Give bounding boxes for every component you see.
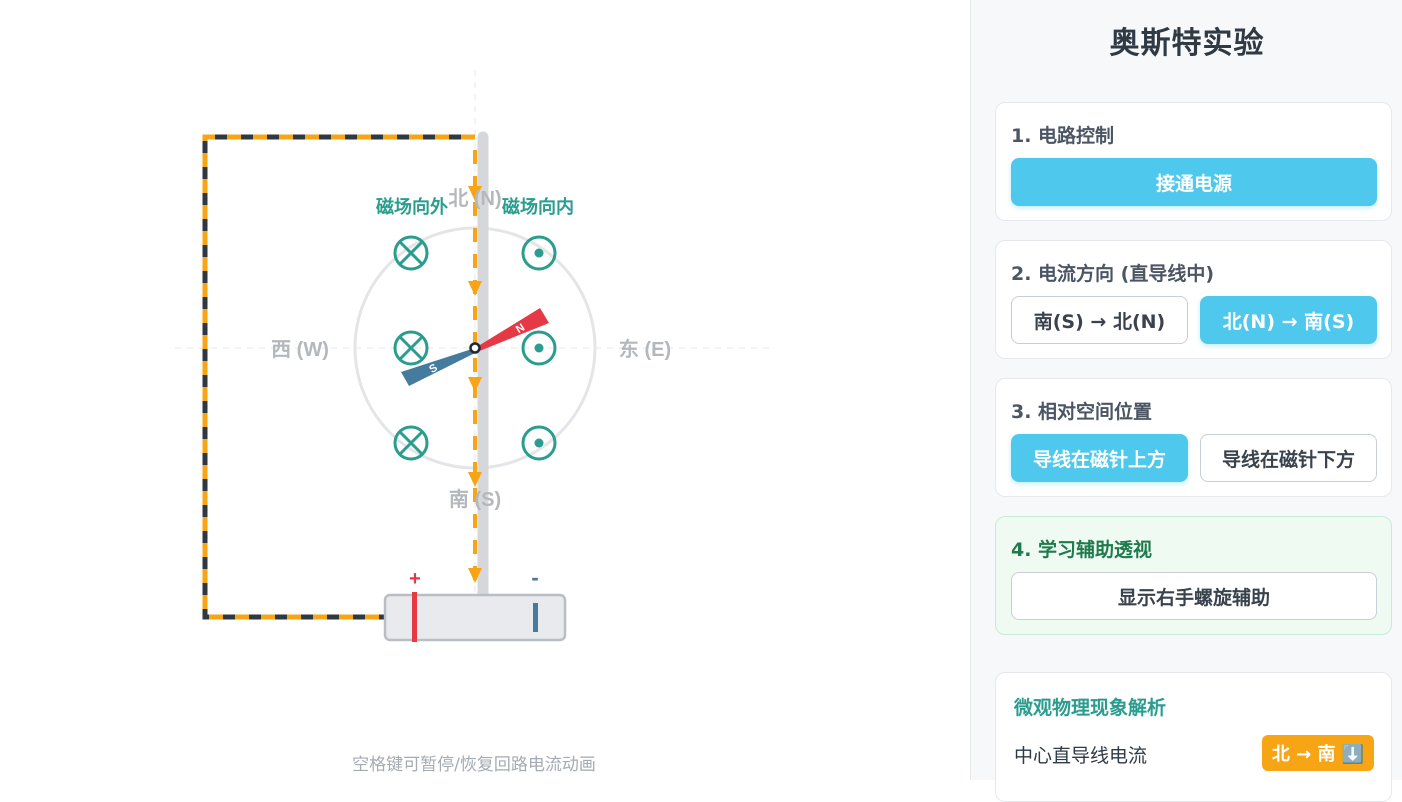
current-arrow <box>468 472 482 487</box>
current-arrow <box>468 186 482 201</box>
needle-pivot <box>469 342 481 354</box>
field-cross-icon <box>393 425 429 461</box>
battery: + - <box>383 565 567 642</box>
power-button[interactable]: 接通电源 <box>1011 158 1377 206</box>
experiment-stage: 北 (N) 南 (S) 西 (W) 东 (E) 磁场向外 磁场向内 <box>175 70 775 775</box>
circuit-control-card: 1. 电路控制 接通电源 <box>995 102 1392 221</box>
field-in-label: 磁场向内 <box>502 196 574 217</box>
wire-current-badge: 北 → 南 ⬇️ <box>1262 735 1374 771</box>
control-panel: 奥斯特实验 1. 电路控制 接通电源 2. 电流方向 (直导线中) 南(S) →… <box>970 0 1402 802</box>
circuit-control-title: 1. 电路控制 <box>1011 125 1115 147</box>
field-out-label: 磁场向外 <box>376 196 448 217</box>
field-cross-icon <box>393 235 429 271</box>
field-dot-icon <box>521 235 557 271</box>
current-arrow <box>468 281 482 296</box>
keyboard-hint: 空格键可暂停/恢复回路电流动画 <box>352 755 596 775</box>
learning-assist-title: 4. 学习辅助透视 <box>1011 539 1153 561</box>
right-hand-rule-toggle[interactable]: 显示右手螺旋辅助 <box>1011 572 1377 620</box>
learning-assist-card: 4. 学习辅助透视 显示右手螺旋辅助 <box>995 516 1392 635</box>
direction-south-north-button[interactable]: 南(S) → 北(N) <box>1011 296 1188 344</box>
current-flow-dashes <box>202 134 475 620</box>
wire-current-label: 中心直导线电流 <box>1014 745 1148 767</box>
position-card: 3. 相对空间位置 导线在磁针上方 导线在磁针下方 <box>995 378 1392 497</box>
wire-above-button[interactable]: 导线在磁针上方 <box>1011 434 1188 482</box>
page-title: 奥斯特实验 <box>1109 26 1265 61</box>
needle-south-half <box>401 348 477 386</box>
current-arrow <box>468 377 482 392</box>
field-dot-icon <box>521 425 557 461</box>
current-arrow <box>468 568 482 583</box>
compass-needle: N S <box>401 308 549 386</box>
battery-minus-label: - <box>531 565 538 590</box>
direction-north-south-button[interactable]: 北(N) → 南(S) <box>1200 296 1377 344</box>
current-direction-card: 2. 电流方向 (直导线中) 南(S) → 北(N) 北(N) → 南(S) <box>995 240 1392 359</box>
field-dot-icon <box>521 330 557 366</box>
analysis-title: 微观物理现象解析 <box>1014 697 1167 719</box>
battery-plus-label: + <box>409 568 421 590</box>
label-west: 西 (W) <box>271 339 329 361</box>
label-south: 南 (S) <box>449 488 501 511</box>
label-east: 东 (E) <box>619 337 671 361</box>
label-north: 北 (N) <box>448 187 501 210</box>
position-title: 3. 相对空间位置 <box>1011 401 1153 423</box>
current-direction-title: 2. 电流方向 (直导线中) <box>1011 263 1215 285</box>
battery-negative-plate <box>533 603 538 632</box>
experiment-canvas: 北 (N) 南 (S) 西 (W) 东 (E) 磁场向外 磁场向内 <box>175 70 775 642</box>
battery-body <box>383 593 567 642</box>
field-cross-icon <box>393 330 429 366</box>
battery-positive-plate <box>412 592 417 642</box>
analysis-card: 微观物理现象解析 中心直导线电流 北 → 南 ⬇️ <box>995 672 1392 802</box>
wire-below-button[interactable]: 导线在磁针下方 <box>1200 434 1377 482</box>
needle-north-half <box>475 308 549 352</box>
